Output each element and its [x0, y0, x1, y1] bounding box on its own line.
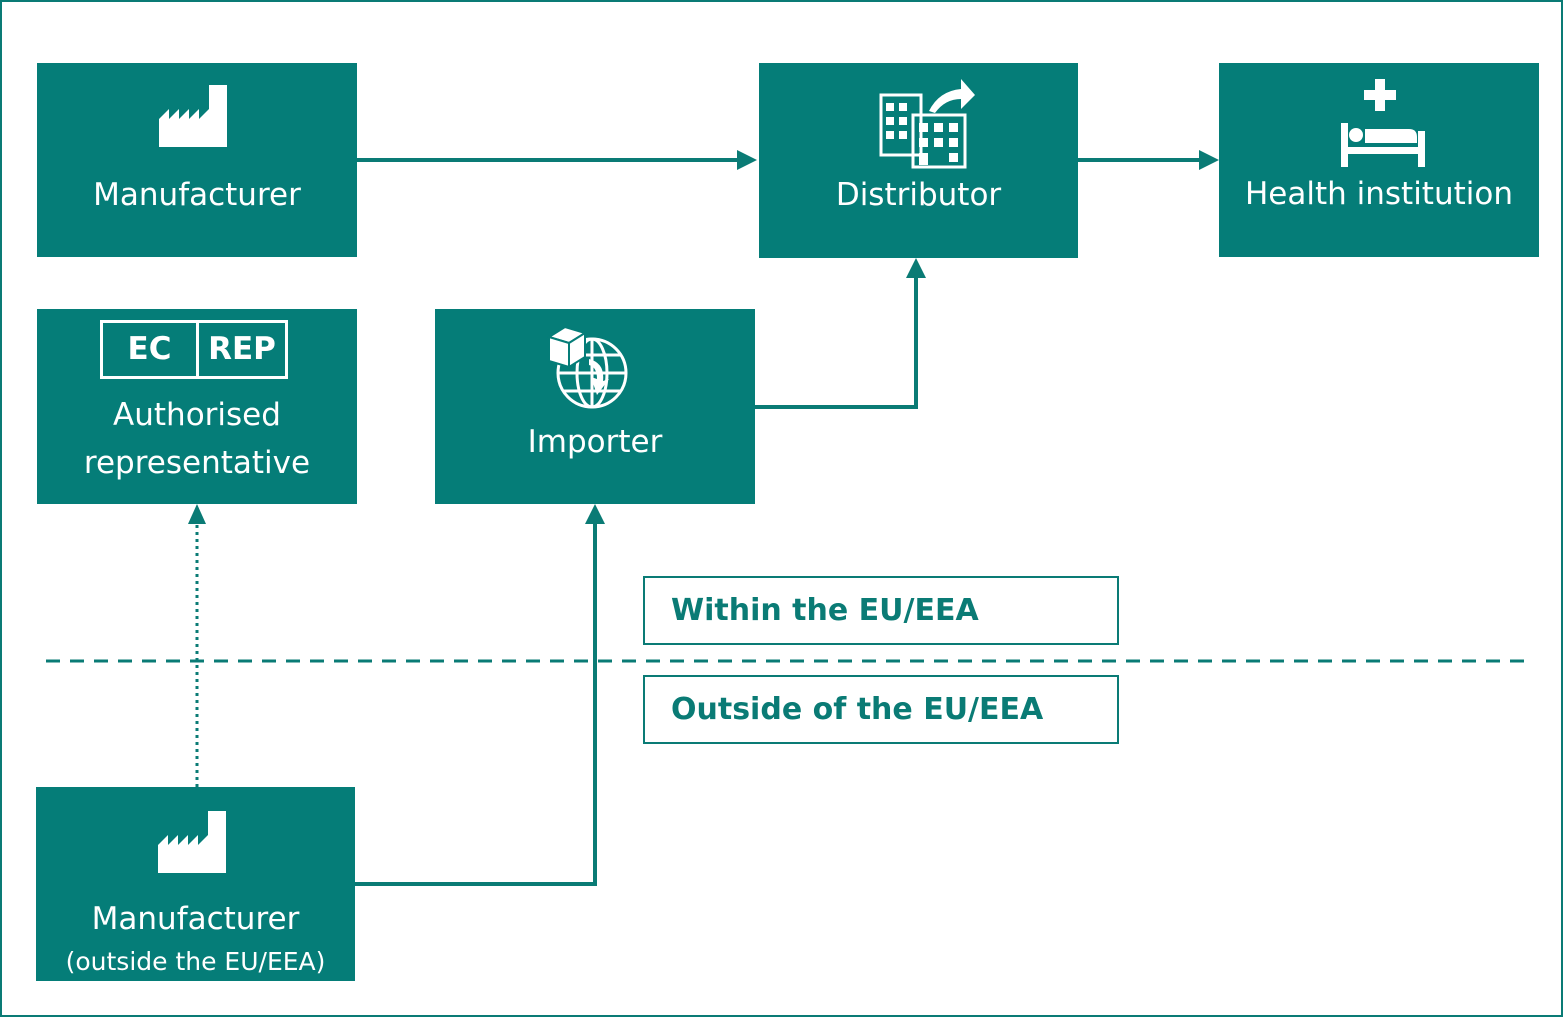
- manufacturer-outside-sublabel: (outside the EU/EEA): [65, 947, 326, 976]
- authorised-rep-label-line1: Authorised: [113, 397, 281, 433]
- authorised-representative-node[interactable]: EC REP Authorised representative: [37, 309, 357, 504]
- region-within-label: Within the EU/EEA: [643, 576, 1119, 645]
- arrow-outside-manufacturer-to-importer: [355, 524, 597, 886]
- manufacturer-label: Manufacturer: [93, 177, 301, 213]
- arrowhead-outside-manufacturer-to-rep: [188, 504, 206, 524]
- ec-rep-badge-icon: EC REP: [100, 320, 288, 379]
- arrow-importer-to-distributor: [755, 278, 918, 409]
- distributor-building-icon: [879, 79, 975, 169]
- distributor-node[interactable]: Distributor: [759, 63, 1078, 258]
- authorised-rep-label-line2: representative: [83, 445, 311, 481]
- region-outside-label: Outside of the EU/EEA: [643, 675, 1119, 744]
- factory-icon: [159, 85, 227, 147]
- health-institution-node[interactable]: Health institution: [1219, 63, 1539, 257]
- arrowhead-importer-to-distributor: [906, 258, 926, 278]
- ec-badge-text: EC: [103, 323, 199, 376]
- arrowhead-distributor-to-health: [1199, 150, 1219, 170]
- importer-node[interactable]: Importer: [435, 309, 755, 504]
- rep-badge-text: REP: [208, 331, 276, 367]
- arrowhead-outside-manufacturer-to-importer: [585, 504, 605, 524]
- manufacturer-outside-node[interactable]: Manufacturer (outside the EU/EEA): [36, 787, 355, 981]
- health-institution-label: Health institution: [1244, 176, 1513, 212]
- arrowhead-manufacturer-to-distributor: [737, 150, 757, 170]
- hospital-bed-icon: [1341, 79, 1425, 167]
- importer-label: Importer: [527, 424, 663, 460]
- manufacturer-node[interactable]: Manufacturer: [37, 63, 357, 257]
- import-globe-icon: [546, 325, 628, 409]
- manufacturer-outside-label: Manufacturer: [91, 901, 300, 937]
- distributor-label: Distributor: [835, 177, 1002, 213]
- factory-icon: [158, 811, 226, 873]
